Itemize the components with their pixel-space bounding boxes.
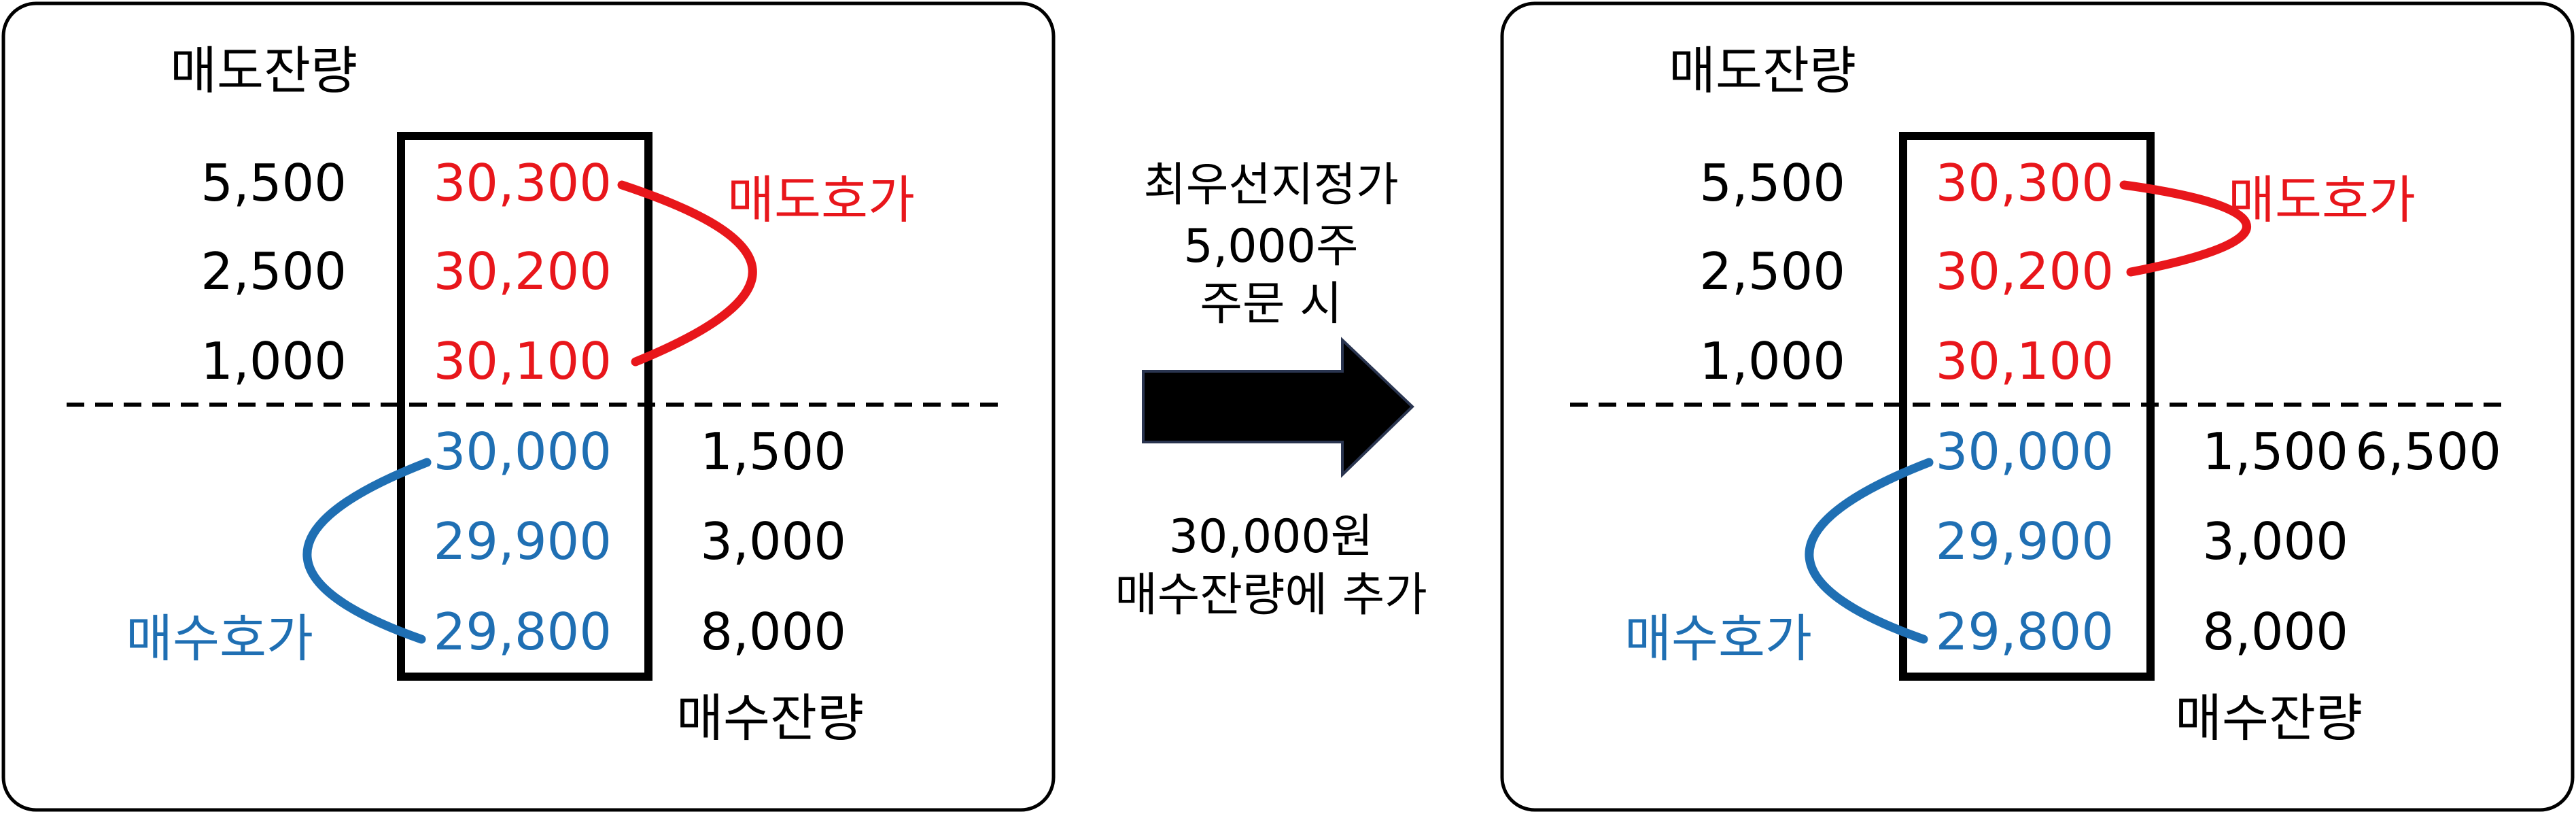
- ask-price-3: 30,100: [1936, 331, 2114, 391]
- panel-after: 매도잔량 5,500 2,500 1,000 30,300 30,200 30,…: [1500, 1, 2575, 812]
- ask-volume-label: 매도잔량: [1669, 41, 1856, 101]
- bid-price-3: 29,800: [434, 602, 612, 662]
- ask-volume-label: 매도잔량: [170, 41, 358, 101]
- ask-price-1: 30,300: [1936, 153, 2114, 213]
- panel-before: 매도잔량 5,500 2,500 1,000 30,300 30,200 30,…: [1, 1, 1056, 812]
- ask-price-3: 30,100: [434, 331, 612, 391]
- ask-quote-label: 매도호가: [2228, 170, 2416, 230]
- bid-price-2: 29,900: [434, 511, 612, 571]
- bid-quote-bracket: [302, 458, 432, 644]
- bid-quote-label: 매수호가: [126, 609, 313, 668]
- ask-volume-3: 1,000: [1699, 331, 1845, 391]
- bid-volume-2: 3,000: [2202, 511, 2348, 571]
- transition-line-4: 30,000원: [1169, 510, 1374, 564]
- bid-volume-3: 8,000: [2202, 602, 2348, 662]
- bid-price-2: 29,900: [1936, 511, 2114, 571]
- transition-line-5: 매수잔량에 추가: [1115, 569, 1427, 622]
- bid-quote-bracket: [1805, 458, 1934, 644]
- ask-volume-2: 2,500: [1699, 241, 1845, 301]
- bid-price-1: 30,000: [434, 422, 612, 481]
- transition-line-1: 최우선지정가: [1143, 158, 1398, 212]
- bid-volume-3: 8,000: [700, 602, 846, 662]
- bid-volume-2: 3,000: [700, 511, 846, 571]
- ask-quote-bracket: [2119, 180, 2251, 277]
- bid-quote-label: 매수호가: [1624, 609, 1812, 668]
- bid-volume-1: 1,500: [2202, 422, 2348, 481]
- bid-volume-1-added: 6,500: [2355, 422, 2501, 481]
- bid-volume-label: 매수잔량: [2175, 688, 2363, 748]
- ask-volume-2: 2,500: [201, 241, 347, 301]
- ask-quote-bracket: [617, 180, 757, 367]
- bid-volume-label: 매수잔량: [676, 688, 864, 748]
- transition-line-2: 5,000주: [1183, 220, 1358, 273]
- bid-price-3: 29,800: [1936, 602, 2114, 662]
- ask-price-2: 30,200: [1936, 241, 2114, 301]
- transition-line-3: 주문 시: [1200, 277, 1342, 331]
- ask-volume-3: 1,000: [201, 331, 347, 391]
- ask-volume-1: 5,500: [1699, 153, 1845, 213]
- ask-price-1: 30,300: [434, 153, 612, 213]
- ask-volume-1: 5,500: [201, 153, 347, 213]
- bid-volume-1: 1,500: [700, 422, 846, 481]
- ask-quote-label: 매도호가: [727, 170, 915, 230]
- bid-price-1: 30,000: [1936, 422, 2114, 481]
- right-arrow-icon: [1142, 337, 1414, 478]
- transition: 최우선지정가 5,000주 주문 시 30,000원 매수잔량에 추가: [1115, 158, 1427, 622]
- ask-price-2: 30,200: [434, 241, 612, 301]
